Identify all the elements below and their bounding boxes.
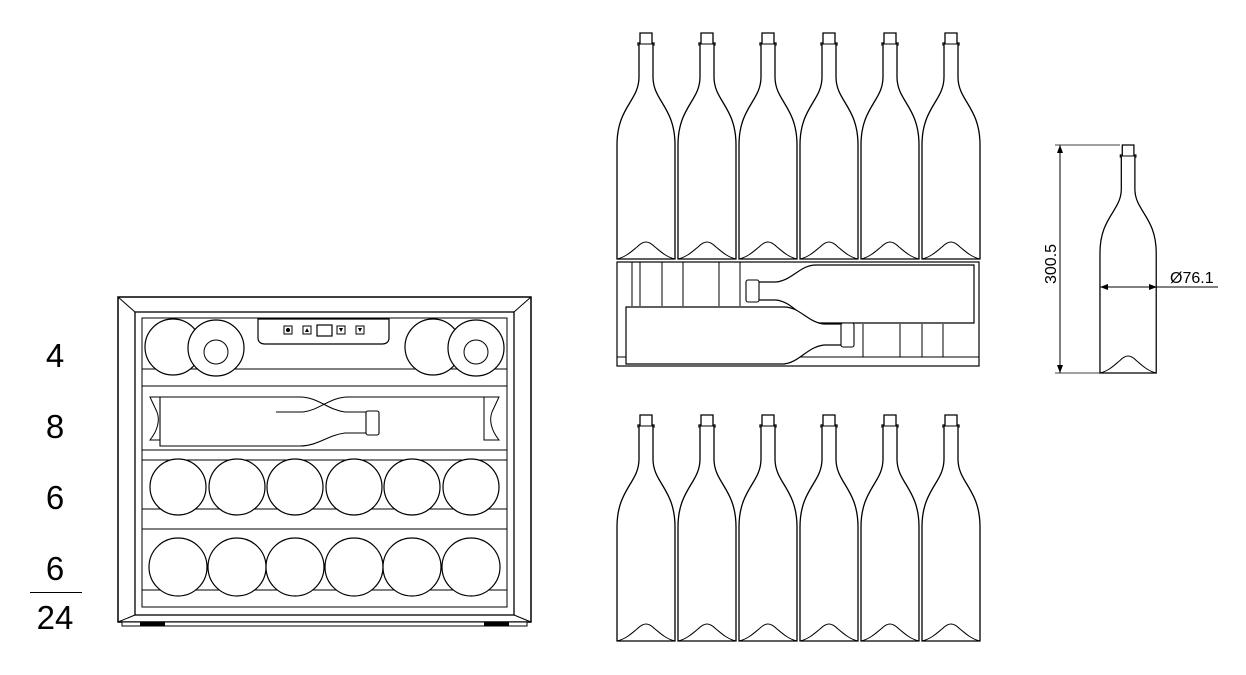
shelf-3-count: 6 [45, 479, 65, 516]
upright-bottles-bottom-row [616, 414, 981, 642]
shelf-2-count: 8 [45, 408, 65, 445]
sum-line [30, 592, 82, 593]
shelf-4-count: 6 [45, 550, 65, 587]
diameter-dimension-label: Ø76.1 [1170, 270, 1214, 287]
bottle-dimension-drawing: 300.5 Ø76.1 [1043, 144, 1218, 374]
total-count: 24 [36, 599, 74, 636]
shelf-1-count: 4 [45, 337, 65, 374]
wine-cooler-front-view [117, 296, 532, 627]
upright-bottles-top-row [616, 32, 981, 260]
bottle-rack-side-view [616, 261, 980, 367]
height-dimension-label: 300.5 [1043, 244, 1060, 284]
